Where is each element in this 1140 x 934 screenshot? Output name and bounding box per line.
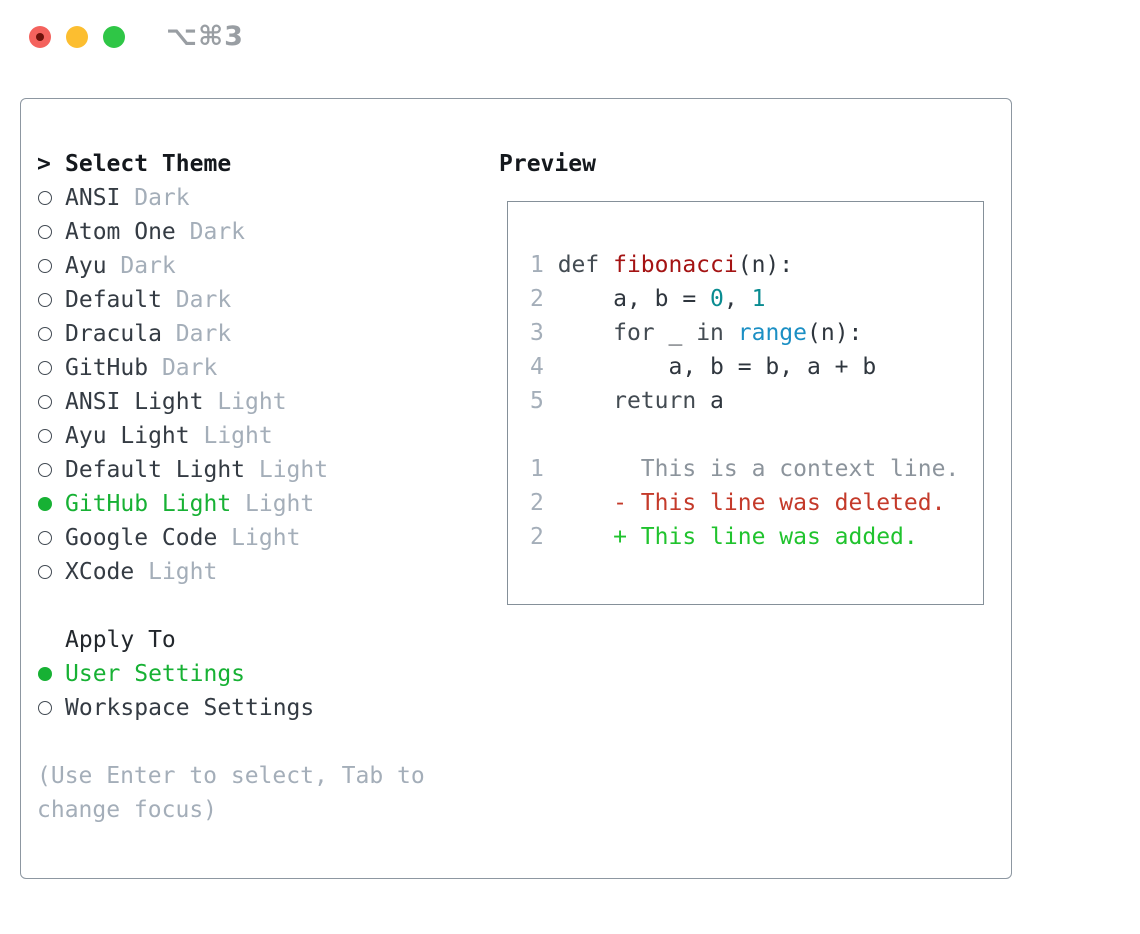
theme-variant: Light xyxy=(134,559,218,585)
theme-variant: Dark xyxy=(120,185,190,211)
theme-variant: Dark xyxy=(175,219,246,245)
radio-icon xyxy=(38,565,52,579)
theme-name: Ayu Light xyxy=(65,423,190,449)
radio-icon xyxy=(38,191,52,205)
theme-option-github[interactable]: GitHub Dark xyxy=(37,351,425,385)
select-theme-header-row: > Select Theme xyxy=(37,147,425,181)
preview-line: 4 a, b = b, a + b xyxy=(530,350,983,384)
line-number: 2 xyxy=(530,286,558,312)
apply-option-label: Workspace Settings xyxy=(65,695,315,721)
theme-option-ansi-light[interactable]: ANSI Light Light xyxy=(37,385,425,419)
hint-line-1: (Use Enter to select, Tab to xyxy=(37,763,425,789)
spacer xyxy=(37,589,425,623)
line-number: 3 xyxy=(530,320,558,346)
theme-option-dracula[interactable]: Dracula Dark xyxy=(37,317,425,351)
close-dot-icon xyxy=(36,33,44,41)
line-number: 2 xyxy=(530,490,558,516)
spacer xyxy=(37,725,425,759)
theme-option-xcode[interactable]: XCode Light xyxy=(37,555,425,589)
preview-line: 2 + This line was added. xyxy=(530,520,983,554)
select-theme-title: Select Theme xyxy=(65,151,232,177)
theme-option-ansi[interactable]: ANSI Dark xyxy=(37,181,425,215)
theme-name: Atom One xyxy=(65,219,176,245)
prompt-caret-icon: > xyxy=(37,151,51,177)
theme-variant: Light xyxy=(203,389,287,415)
radio-icon xyxy=(38,701,52,715)
theme-name: Google Code xyxy=(65,525,218,551)
theme-name: ANSI xyxy=(65,185,121,211)
apply-option-user-settings[interactable]: User Settings xyxy=(37,657,425,691)
theme-option-ayu-light[interactable]: Ayu Light Light xyxy=(37,419,425,453)
apply-to-header-row: Apply To xyxy=(37,623,425,657)
minimize-button[interactable] xyxy=(66,26,88,48)
theme-variant: Dark xyxy=(161,287,232,313)
radio-icon xyxy=(38,463,52,477)
radio-icon xyxy=(38,327,52,341)
theme-name: XCode xyxy=(65,559,135,585)
hint-text: (Use Enter to select, Tab to change focu… xyxy=(37,759,425,827)
theme-name: ANSI Light xyxy=(65,389,204,415)
preview-line: 3 for _ in range(n): xyxy=(530,316,983,350)
radio-icon xyxy=(38,225,52,239)
radio-icon xyxy=(38,361,52,375)
theme-name: Ayu xyxy=(65,253,107,279)
theme-name: Default xyxy=(65,287,162,313)
preview-line: 1 def fibonacci(n): xyxy=(530,248,983,282)
theme-name: GitHub Light xyxy=(65,491,232,517)
theme-name: Dracula xyxy=(65,321,162,347)
theme-name: Default Light xyxy=(65,457,246,483)
theme-variant: Light xyxy=(231,491,315,517)
line-number: 5 xyxy=(530,388,558,414)
theme-name: GitHub xyxy=(65,355,149,381)
theme-option-atom-one[interactable]: Atom One Dark xyxy=(37,215,425,249)
line-number: 1 xyxy=(530,252,558,278)
theme-variant: Light xyxy=(217,525,301,551)
preview-line: 5 return a xyxy=(530,384,983,418)
hint-line-2: change focus) xyxy=(37,797,218,823)
radio-icon xyxy=(38,395,52,409)
theme-option-google-code[interactable]: Google Code Light xyxy=(37,521,425,555)
radio-selected-icon xyxy=(38,667,52,681)
apply-to-title: Apply To xyxy=(65,627,176,653)
theme-option-default-light[interactable]: Default Light Light xyxy=(37,453,425,487)
radio-icon xyxy=(38,259,52,273)
theme-variant: Light xyxy=(189,423,273,449)
radio-icon xyxy=(38,531,52,545)
apply-option-workspace-settings[interactable]: Workspace Settings xyxy=(37,691,425,725)
theme-option-ayu[interactable]: Ayu Dark xyxy=(37,249,425,283)
theme-option-github-light[interactable]: GitHub Light Light xyxy=(37,487,425,521)
radio-icon xyxy=(38,293,52,307)
theme-variant: Dark xyxy=(106,253,176,279)
theme-variant: Light xyxy=(245,457,329,483)
window-titlebar: ⌥⌘3 xyxy=(0,0,1140,98)
preview-line: 1 This is a context line. xyxy=(530,452,983,486)
zoom-button[interactable] xyxy=(103,26,125,48)
theme-option-default[interactable]: Default Dark xyxy=(37,283,425,317)
line-number xyxy=(530,418,558,452)
line-number: 4 xyxy=(530,354,558,380)
preview-line: 2 a, b = 0, 1 xyxy=(530,282,983,316)
apply-option-label: User Settings xyxy=(65,661,246,687)
preview-line xyxy=(530,418,983,452)
theme-variant: Dark xyxy=(148,355,218,381)
window-shortcut-title: ⌥⌘3 xyxy=(166,21,244,52)
close-button[interactable] xyxy=(29,26,51,48)
radio-icon xyxy=(38,429,52,443)
preview-line: 2 - This line was deleted. xyxy=(530,486,983,520)
preview-title: Preview xyxy=(499,151,596,177)
theme-variant: Dark xyxy=(161,321,232,347)
line-number: 2 xyxy=(530,524,558,550)
line-number: 1 xyxy=(530,456,558,482)
radio-selected-icon xyxy=(38,497,52,511)
